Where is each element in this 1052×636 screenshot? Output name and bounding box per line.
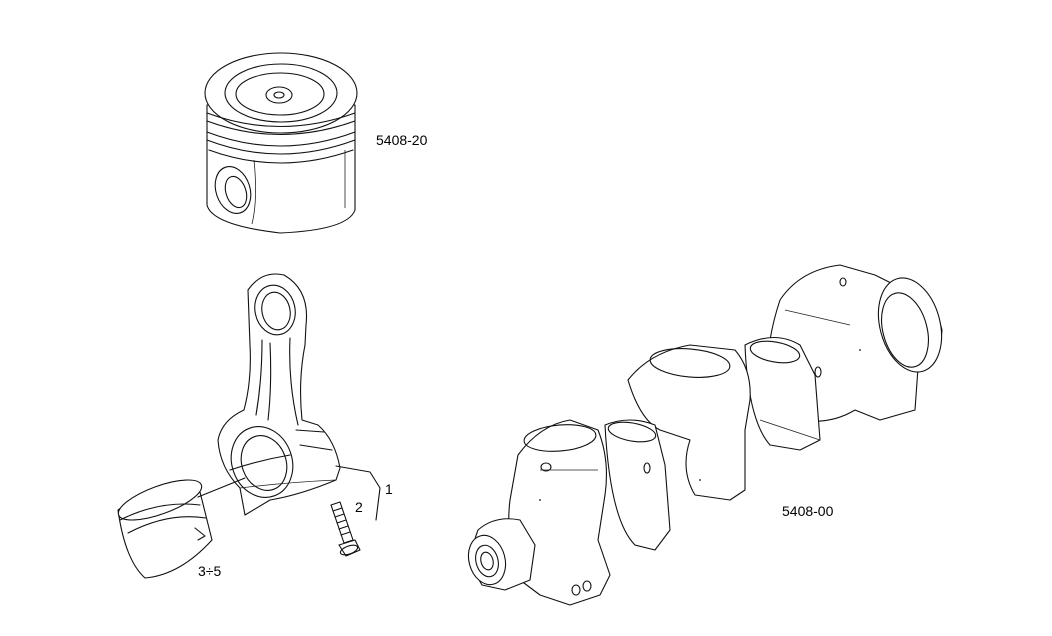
piston xyxy=(204,52,358,234)
leader-lines xyxy=(197,465,381,521)
crankshaft xyxy=(467,264,943,606)
label-piston: 5408-20 xyxy=(376,132,428,148)
label-connecting-rod: 1 xyxy=(385,481,393,497)
bolt xyxy=(330,501,361,557)
leader-rod xyxy=(335,465,381,521)
label-crankshaft: 5408-00 xyxy=(782,503,834,519)
bearing-shells xyxy=(117,479,213,579)
leader-bearing xyxy=(197,477,246,498)
label-bolt: 2 xyxy=(355,499,363,515)
connecting-rod xyxy=(217,273,341,516)
label-bearing: 3÷5 xyxy=(198,563,222,579)
